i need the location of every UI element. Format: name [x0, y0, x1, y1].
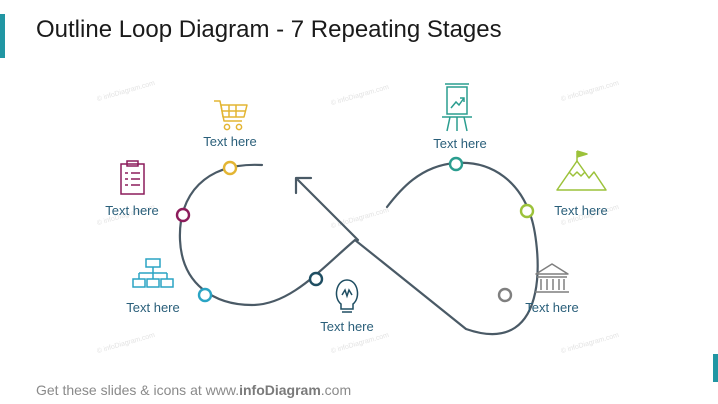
arrow-head-icon	[294, 176, 313, 195]
stage-label-presentation: Text here	[433, 136, 487, 151]
mountain-flag-icon	[556, 150, 607, 191]
clipboard-icon	[120, 160, 145, 195]
stage-label-shopping: Text here	[203, 134, 257, 149]
bank-icon	[535, 263, 569, 293]
stage-marker-clipboard[interactable]	[175, 207, 191, 223]
presentation-board-icon	[442, 83, 472, 132]
stage-label-institution: Text here	[525, 300, 579, 315]
arrow-line	[296, 178, 360, 242]
stage-marker-goal[interactable]	[519, 203, 535, 219]
footer-prefix: Get these slides & icons at www.	[36, 382, 240, 398]
org-chart-icon	[132, 258, 174, 288]
lightbulb-icon	[335, 279, 359, 313]
footer-brand[interactable]: infoDiagram	[239, 382, 321, 398]
footer-credit: Get these slides & icons at www.infoDiag…	[36, 382, 351, 398]
stage-marker-presentation[interactable]	[448, 156, 464, 172]
stage-label-hierarchy: Text here	[126, 300, 180, 315]
corner-accent-bar	[713, 354, 718, 382]
stage-marker-institution[interactable]	[497, 287, 513, 303]
footer-suffix: .com	[320, 382, 352, 398]
title-accent-bar	[0, 14, 5, 58]
loop-path	[178, 161, 539, 336]
stage-label-goal: Text here	[554, 203, 608, 218]
stage-marker-hierarchy[interactable]	[197, 287, 213, 303]
stage-marker-idea[interactable]	[308, 271, 324, 287]
page-title: Outline Loop Diagram - 7 Repeating Stage…	[36, 16, 502, 43]
stage-label-idea: Text here	[320, 319, 374, 334]
shopping-cart-icon	[214, 100, 248, 131]
stage-marker-shopping[interactable]	[222, 160, 238, 176]
stage-label-clipboard: Text here	[105, 203, 159, 218]
